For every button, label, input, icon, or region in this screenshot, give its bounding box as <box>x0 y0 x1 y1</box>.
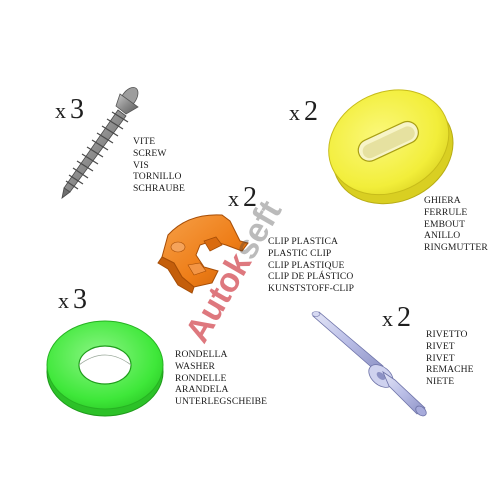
rivet-body <box>382 370 427 417</box>
ferrule-label-de: RINGMUTTER <box>424 242 488 254</box>
clip-label-it: CLIP PLASTICA <box>268 236 338 247</box>
screw-illustration <box>61 86 139 199</box>
washer-label-it: RONDELLA <box>175 349 228 360</box>
ferrule-label-fr: EMBOUT <box>424 218 466 230</box>
washer-illustration <box>46 320 164 417</box>
rivet-label-fr: RIVET <box>426 352 455 364</box>
screw-label-en: SCREW <box>133 147 167 159</box>
clip-label-fr: CLIP PLASTIQUE <box>268 259 345 271</box>
washer-label-es: ARANDELA <box>175 384 229 396</box>
rivet-illustration <box>311 311 427 417</box>
rivet-label-it: RIVETTO <box>426 329 468 340</box>
rivet-label-es: REMACHE <box>426 364 474 376</box>
screw-label-fr: VIS <box>133 159 149 171</box>
washer-labels: RONDELLA WASHER RONDELLE ARANDELA UNTERL… <box>175 349 267 408</box>
ferrule-label-es: ANILLO <box>424 230 461 242</box>
rivet-labels: RIVETTO RIVET RIVET REMACHE NIETE <box>426 329 474 388</box>
washer-label-en: WASHER <box>175 360 216 372</box>
screw-head <box>115 86 139 115</box>
screw-label-es: TORNILLO <box>133 171 182 183</box>
screw-label-de: SCHRAUBE <box>133 183 185 195</box>
ferrule-labels: GHIERA FERRULE EMBOUT ANILLO RINGMUTTER <box>424 195 488 254</box>
clip-illustration <box>157 214 249 294</box>
rivet-label-en: RIVET <box>426 340 455 352</box>
washer-label-de: UNTERLEGSCHEIBE <box>175 396 268 408</box>
clip-label-es: CLIP DE PLÁSTICO <box>268 271 354 283</box>
clip-labels: CLIP PLASTICA PLASTIC CLIP CLIP PLASTIQU… <box>268 236 354 295</box>
screw-label-it: VITE <box>133 136 156 147</box>
clip-label-de: KUNSTSTOFF-CLIP <box>268 283 355 295</box>
washer-label-fr: RONDELLE <box>175 372 227 384</box>
ferrule-label-it: GHIERA <box>424 195 461 206</box>
rivet-mandrel <box>311 311 384 373</box>
ferrule-illustration <box>328 89 454 205</box>
rivet-label-de: NIETE <box>426 376 455 388</box>
ferrule-label-en: FERRULE <box>424 206 468 218</box>
screw-shaft <box>61 109 129 199</box>
clip-label-en: PLASTIC CLIP <box>268 247 332 259</box>
screw-labels: VITE SCREW VIS TORNILLO SCHRAUBE <box>133 136 185 195</box>
